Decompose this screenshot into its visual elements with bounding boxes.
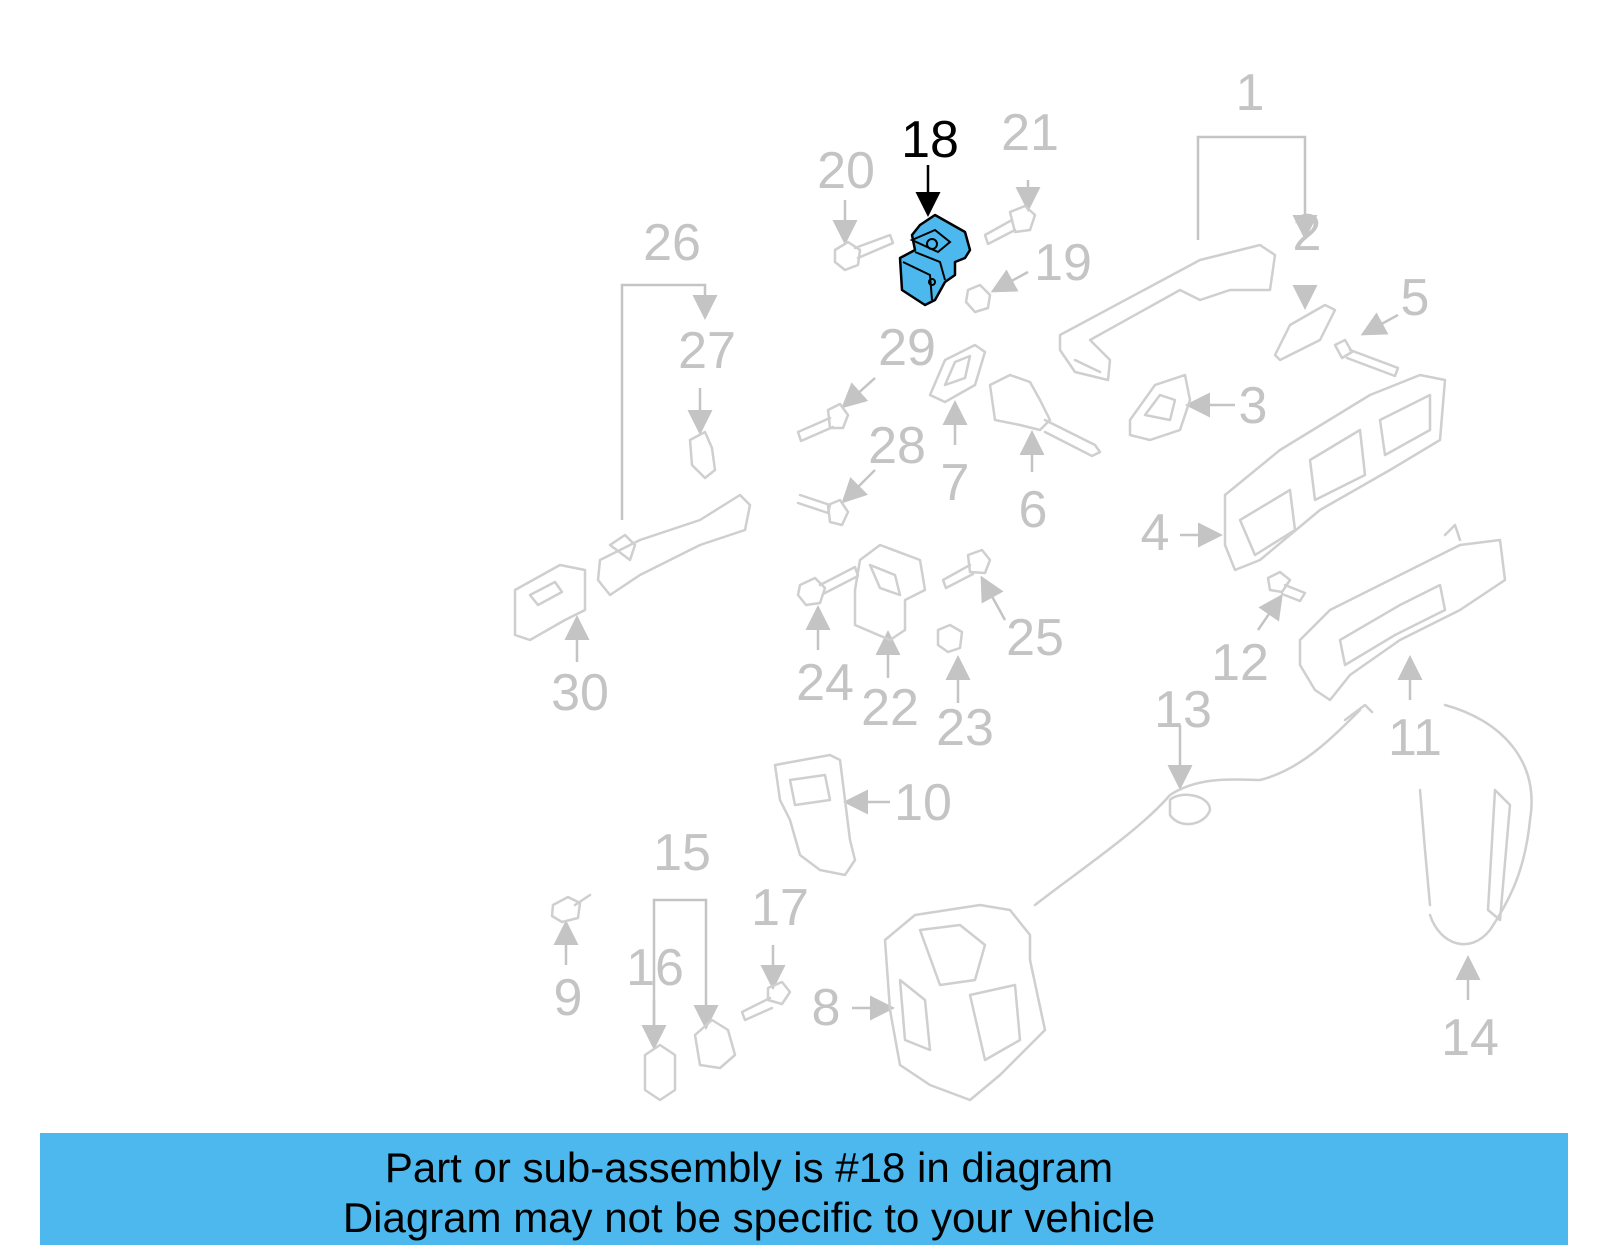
- part-29-bolt: [796, 377, 876, 443]
- banner-line-disclaimer: Diagram may not be specific to your vehi…: [342, 1194, 1156, 1241]
- part-25-bolt: [941, 548, 1007, 621]
- part-1-outside-handle: [1058, 135, 1318, 382]
- part-2-gasket: [1273, 285, 1337, 362]
- info-banner: Part or sub-assembly is #18 in diagram D…: [40, 1133, 1568, 1245]
- label-2: 2: [1293, 204, 1322, 262]
- part-14-cable: [1418, 703, 1533, 1000]
- label-4: 4: [1141, 504, 1170, 562]
- label-18: 18: [901, 111, 959, 169]
- part-5-bolt: [1333, 312, 1400, 378]
- label-17: 17: [751, 879, 809, 937]
- label-26: 26: [643, 214, 701, 272]
- part-28-bolt: [796, 469, 876, 527]
- part-12-screw: [1256, 570, 1307, 631]
- part-23-bushing: [936, 623, 971, 703]
- label-15: 15: [653, 824, 711, 882]
- part-8-door-latch: [852, 903, 1047, 1102]
- part-7-bezel: [928, 343, 987, 445]
- part-10-bracket: [773, 753, 890, 877]
- label-30: 30: [551, 664, 609, 722]
- label-8: 8: [812, 979, 841, 1037]
- label-16: 16: [626, 939, 684, 997]
- label-29: 29: [878, 319, 936, 377]
- part-17-screw: [740, 945, 792, 1022]
- part-11-inside-handle: [1298, 523, 1507, 702]
- label-23: 23: [936, 699, 994, 757]
- label-10: 10: [894, 774, 952, 832]
- label-1: 1: [1236, 64, 1265, 122]
- part-30-bracket: [513, 563, 590, 662]
- label-12: 12: [1211, 634, 1269, 692]
- part-22-striker: [853, 543, 927, 678]
- label-22: 22: [861, 679, 919, 737]
- part-15-16-bumpers: [641, 898, 737, 1102]
- part-9-screw: [550, 893, 592, 965]
- label-9: 9: [554, 969, 583, 1027]
- part-3-pad: [1128, 373, 1235, 442]
- label-13: 13: [1154, 681, 1212, 739]
- label-25: 25: [1006, 609, 1064, 667]
- banner-line-part: Part or sub-assembly is #18 in diagram: [384, 1144, 1114, 1191]
- label-7: 7: [941, 454, 970, 512]
- callout-labels: 1 2 3 4 5 6 7 8 9 10 11 12 13 14 15 16 1…: [551, 64, 1499, 1067]
- part-6-lock-cylinder: [988, 373, 1102, 472]
- part-20-bolt: [832, 200, 895, 272]
- part-4-handle-frame: [1180, 373, 1447, 572]
- part-24-bolt: [796, 565, 860, 650]
- part-13-cable: [1033, 703, 1374, 907]
- label-21: 21: [1001, 104, 1059, 162]
- label-28: 28: [868, 417, 926, 475]
- label-6: 6: [1019, 481, 1048, 539]
- label-19: 19: [1034, 234, 1092, 292]
- label-24: 24: [796, 654, 854, 712]
- part-19-bushing: [964, 269, 1029, 314]
- label-3: 3: [1239, 377, 1268, 435]
- part-26-27-check-link: [596, 283, 752, 597]
- part-21-bolt: [983, 180, 1041, 246]
- part-18-highlighted[interactable]: [898, 165, 972, 307]
- label-20: 20: [817, 142, 875, 200]
- label-14: 14: [1441, 1009, 1499, 1067]
- label-5: 5: [1401, 269, 1430, 327]
- label-27: 27: [678, 322, 736, 380]
- label-11: 11: [1388, 709, 1442, 767]
